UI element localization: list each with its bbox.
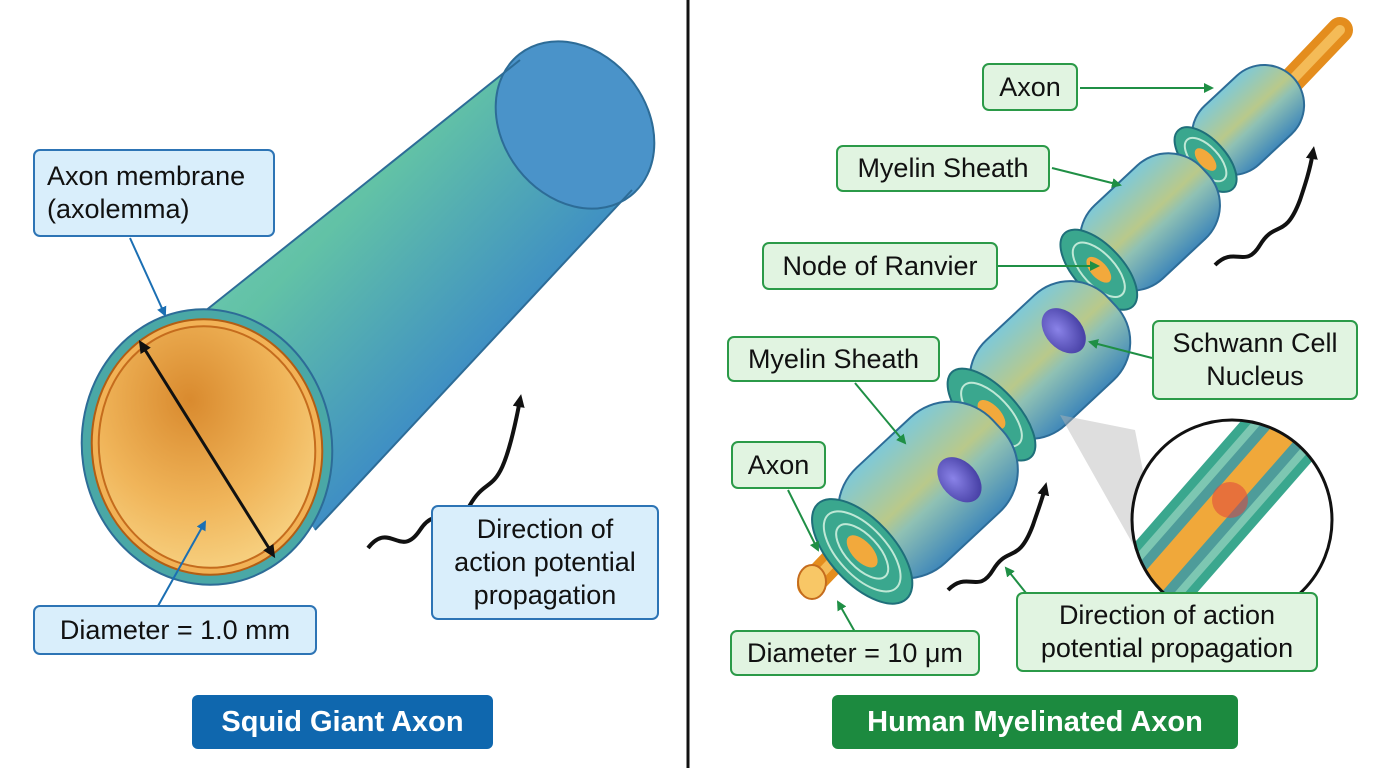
direction-right-callout: Direction of action potential propagatio… — [1016, 592, 1318, 672]
axon-top-callout: Axon — [982, 63, 1078, 111]
node-callout: Node of Ranvier — [762, 242, 998, 290]
myelin-mid-callout: Myelin Sheath — [727, 336, 940, 382]
myelin-mid-leader — [854, 382, 907, 445]
myelin-top-leader — [1051, 167, 1122, 188]
left-panel-title: Squid Giant Axon — [192, 695, 493, 749]
membrane-callout: Axon membrane (axolemma) — [33, 149, 275, 237]
squid-axon-tube — [80, 40, 656, 586]
diameter-leader — [157, 520, 206, 607]
diameter-um-callout: Diameter = 10 μm — [730, 630, 980, 676]
myelin-top-callout: Myelin Sheath — [836, 145, 1050, 192]
node-zoom-inset — [1130, 418, 1334, 622]
axon-bottom-callout: Axon — [731, 441, 826, 489]
schwann-callout: Schwann Cell Nucleus — [1152, 320, 1358, 400]
diameter-callout: Diameter = 1.0 mm — [33, 605, 317, 655]
axon-bottom-leader — [787, 489, 819, 552]
direction-callout: Direction of action potential propagatio… — [431, 505, 659, 620]
diameter-um-leader — [837, 600, 856, 633]
right-propagation-arrow-top — [1213, 146, 1318, 267]
right-propagation-arrow-bottom — [946, 482, 1050, 592]
membrane-leader — [129, 237, 167, 317]
right-panel-title: Human Myelinated Axon — [832, 695, 1238, 749]
schwann-leader — [1088, 339, 1153, 359]
